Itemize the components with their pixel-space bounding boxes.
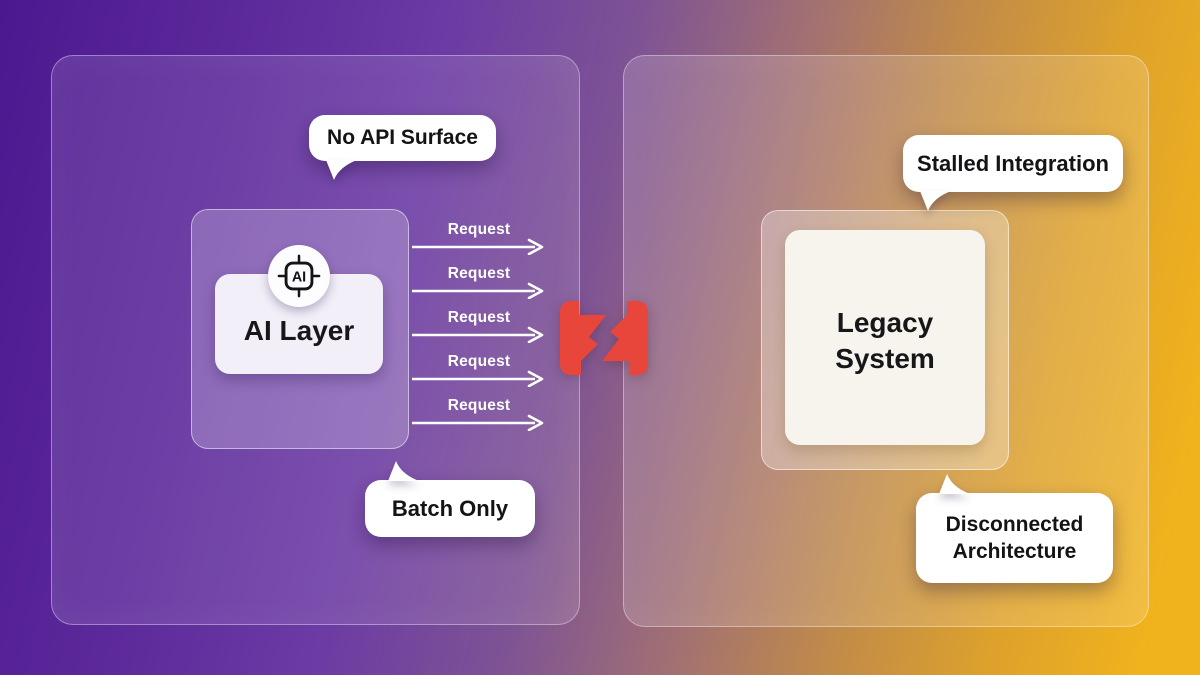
ai-chip-badge: AI <box>268 245 330 307</box>
request-label: Request <box>447 221 511 238</box>
request-arrow-row: Request <box>411 397 547 431</box>
callout-disconnected-architecture: Disconnected Architecture <box>916 474 1113 583</box>
request-arrow-row: Request <box>411 221 547 255</box>
callout-batch-only: Batch Only <box>365 461 535 537</box>
request-arrow-row: Request <box>411 265 547 299</box>
callout-stalled-integration: Stalled Integration <box>903 135 1123 211</box>
callout-text: Disconnected Architecture <box>945 513 1084 563</box>
callout-text: No API Surface <box>327 126 478 149</box>
request-label: Request <box>447 397 511 414</box>
request-arrow-row: Request <box>411 309 547 343</box>
request-arrow-icon <box>412 238 544 255</box>
callout-text: Stalled Integration <box>917 150 1109 176</box>
request-arrow-icon <box>412 282 544 299</box>
ai-layer-node: AI Layer <box>215 274 383 374</box>
request-label: Request <box>447 353 511 370</box>
speech-tail-icon <box>920 191 951 211</box>
ai-layer-label: AI Layer <box>243 315 355 346</box>
speech-tail-icon <box>326 160 357 180</box>
ai-chip-icon: AI <box>277 254 321 298</box>
callout-no-api-surface: No API Surface <box>309 115 496 180</box>
speech-tail-icon <box>388 461 419 481</box>
legacy-system-node: Legacy System <box>785 230 985 445</box>
request-arrow-icon <box>412 370 544 387</box>
legacy-system-label: Legacy System <box>835 306 935 374</box>
speech-tail-icon <box>939 474 970 494</box>
callout-text: Batch Only <box>391 495 509 521</box>
request-label: Request <box>447 265 511 282</box>
request-label: Request <box>447 309 511 326</box>
request-arrow-icon <box>412 414 544 431</box>
broken-connection-icon <box>560 301 648 375</box>
request-arrow-icon <box>412 326 544 343</box>
request-arrow-row: Request <box>411 353 547 387</box>
ai-chip-text: AI <box>292 269 306 285</box>
